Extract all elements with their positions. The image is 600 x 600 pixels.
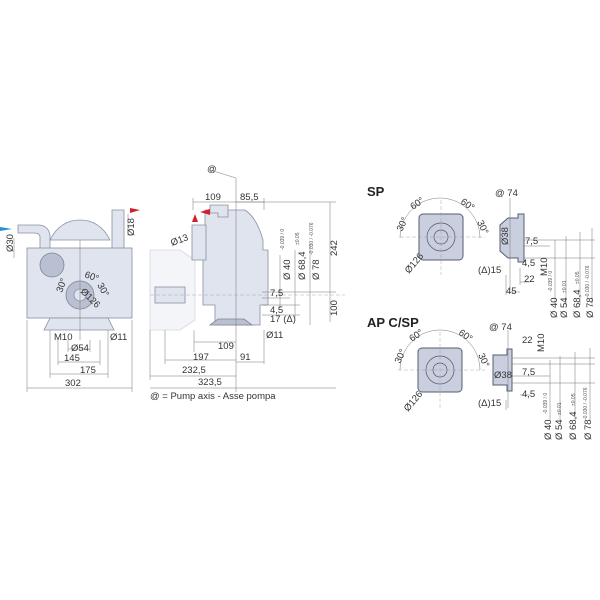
front-dim-145: 145 <box>64 353 80 364</box>
sp-d54: Ø 54 <box>559 297 570 318</box>
apcsp-title: AP C/SP <box>367 315 419 330</box>
side-d40: Ø 40 <box>282 259 293 280</box>
sp-shaft-diameter: Ø38 <box>500 227 511 245</box>
side-inlet-arrow-icon <box>192 214 198 222</box>
side-dim-109-top: 109 <box>205 192 221 203</box>
side-view: @ 109 85,5 Ø13 Ø 40 -0.039 / 0 Ø 68,4 ±0… <box>149 164 345 402</box>
apcsp-angle-arc <box>399 329 481 371</box>
sp-dim-15: (Δ)15 <box>478 265 501 276</box>
outlet-arrow-icon <box>130 208 140 213</box>
apcsp-thread: M10 <box>536 334 547 352</box>
sp-d40-tol: -0.039 / 0 <box>548 271 554 292</box>
side-d68-tol: ±0.05 <box>295 232 301 245</box>
sp-axes <box>400 200 485 275</box>
side-dim-323-5: 323,5 <box>198 377 222 388</box>
pump-axis-legend: @ = Pump axis - Asse pompa <box>150 391 276 402</box>
sp-d78: Ø 78 <box>585 297 596 318</box>
apcsp-shaft-side <box>492 348 513 392</box>
apcsp-dim-22: 22 <box>522 335 533 346</box>
side-dim-lines <box>149 169 336 392</box>
front-pump-head <box>49 219 111 241</box>
side-dim-85-5: 85,5 <box>240 192 259 203</box>
apcsp-d78: Ø 78 <box>583 419 594 440</box>
apcsp-d78-tol: -0.030 / -0.076 <box>583 387 589 420</box>
side-dim-232-5: 232,5 <box>182 365 206 376</box>
sp-dim-22: 22 <box>524 274 535 285</box>
apcsp-detail: AP C/SP @ 74 22 M10 60° 60° 30° 30° Ø38 … <box>367 315 595 440</box>
sp-dim-4-5: 4,5 <box>522 258 535 269</box>
sp-d68: Ø 68,4 <box>572 289 583 318</box>
front-inlet-diameter: Ø30 <box>5 234 16 252</box>
side-dim-100: 100 <box>329 300 340 316</box>
front-view: Ø30 Ø18 30° 60° 30° Ø126 M10 Ø11 Ø54 145… <box>0 208 140 392</box>
side-pump-body <box>202 209 269 326</box>
side-d40-tol: -0.039 / 0 <box>280 229 286 250</box>
side-side-port <box>191 224 207 261</box>
front-outlet-diameter: Ø18 <box>126 218 137 236</box>
front-base <box>43 317 115 331</box>
front-dim-lines <box>13 214 133 392</box>
sp-angle-60a: 60° <box>408 195 426 212</box>
side-feet <box>208 318 254 326</box>
front-angle-top: 60° <box>83 269 100 284</box>
apcsp-angle-30a: 30° <box>393 347 409 365</box>
side-outlet-arrow-icon <box>200 209 210 215</box>
side-dim-17: 17 (Δ) <box>270 314 296 325</box>
front-hole-diameter: Ø11 <box>110 332 127 343</box>
apcsp-d54: Ø 54 <box>554 419 565 440</box>
side-dim-242: 242 <box>329 240 340 256</box>
apcsp-d40: Ø 40 <box>543 419 554 440</box>
sp-dim-45: 45 <box>506 286 517 297</box>
side-hole-diameter: Ø11 <box>266 330 283 341</box>
side-d78-tol: -0.030 / -0.076 <box>309 222 315 255</box>
side-dim-91: 91 <box>240 352 251 363</box>
sp-shaft-side <box>499 213 525 263</box>
apcsp-dim-15: (Δ)15 <box>478 398 501 409</box>
apcsp-angle-30b: 30° <box>475 352 491 370</box>
apcsp-dim-4-5: 4,5 <box>522 389 535 400</box>
side-dim-109-bottom: 109 <box>218 341 234 352</box>
inlet-arrow-icon <box>0 227 12 231</box>
apcsp-axis-74: @ 74 <box>489 322 512 333</box>
apcsp-angle-60b: 60° <box>456 327 474 344</box>
front-dim-54: Ø54 <box>71 343 89 354</box>
sp-angle-arc <box>399 197 481 239</box>
apcsp-axes <box>398 332 485 408</box>
sp-angle-30b: 30° <box>474 219 490 237</box>
side-dim-4-5: 4,5 <box>270 305 283 316</box>
front-thread: M10 <box>54 332 72 343</box>
sp-dim-lines <box>505 198 595 305</box>
sp-d78-tol: -0.030 / -0.076 <box>585 265 591 298</box>
front-dim-175: 175 <box>80 365 96 376</box>
sp-d40: Ø 40 <box>549 297 560 318</box>
sp-axis-74: @ 74 <box>495 188 518 199</box>
apcsp-d54-tol: ±0.01 <box>557 402 563 415</box>
sp-d68-tol: ±0.05 <box>575 271 581 284</box>
side-d78: Ø 78 <box>311 259 322 280</box>
apcsp-flange-diameter: Ø126 <box>402 389 425 414</box>
sp-thread: M10 <box>539 258 550 276</box>
apcsp-d40-tol: -0.039 / 0 <box>543 393 549 414</box>
pump-axis-symbol: @ <box>207 164 217 175</box>
sp-title: SP <box>367 184 385 199</box>
sp-detail: SP @ 74 60° 60° 30° 30° Ø126 Ø38 7,5 4,5… <box>367 184 596 318</box>
sp-d54-tol: ±0.01 <box>562 280 568 293</box>
side-d68: Ø 68,4 <box>297 251 308 280</box>
apcsp-dim-7-5: 7,5 <box>522 367 535 378</box>
front-port <box>39 252 65 278</box>
sp-dim-7-5: 7,5 <box>525 236 538 247</box>
apcsp-d68-tol: ±0.05 <box>571 393 577 406</box>
side-dim-7-5: 7,5 <box>270 288 283 299</box>
sp-angle-30a: 30° <box>395 215 411 233</box>
apcsp-d68: Ø 68,4 <box>568 411 579 440</box>
apcsp-dim-lines <box>505 330 595 420</box>
front-dim-302: 302 <box>65 378 81 389</box>
front-angle-left: 30° <box>54 277 69 294</box>
apcsp-shaft-diameter: Ø38 <box>494 370 512 381</box>
side-dim-197: 197 <box>193 352 209 363</box>
sp-angle-60b: 60° <box>458 196 476 213</box>
side-outlet-diameter: Ø13 <box>169 232 190 248</box>
